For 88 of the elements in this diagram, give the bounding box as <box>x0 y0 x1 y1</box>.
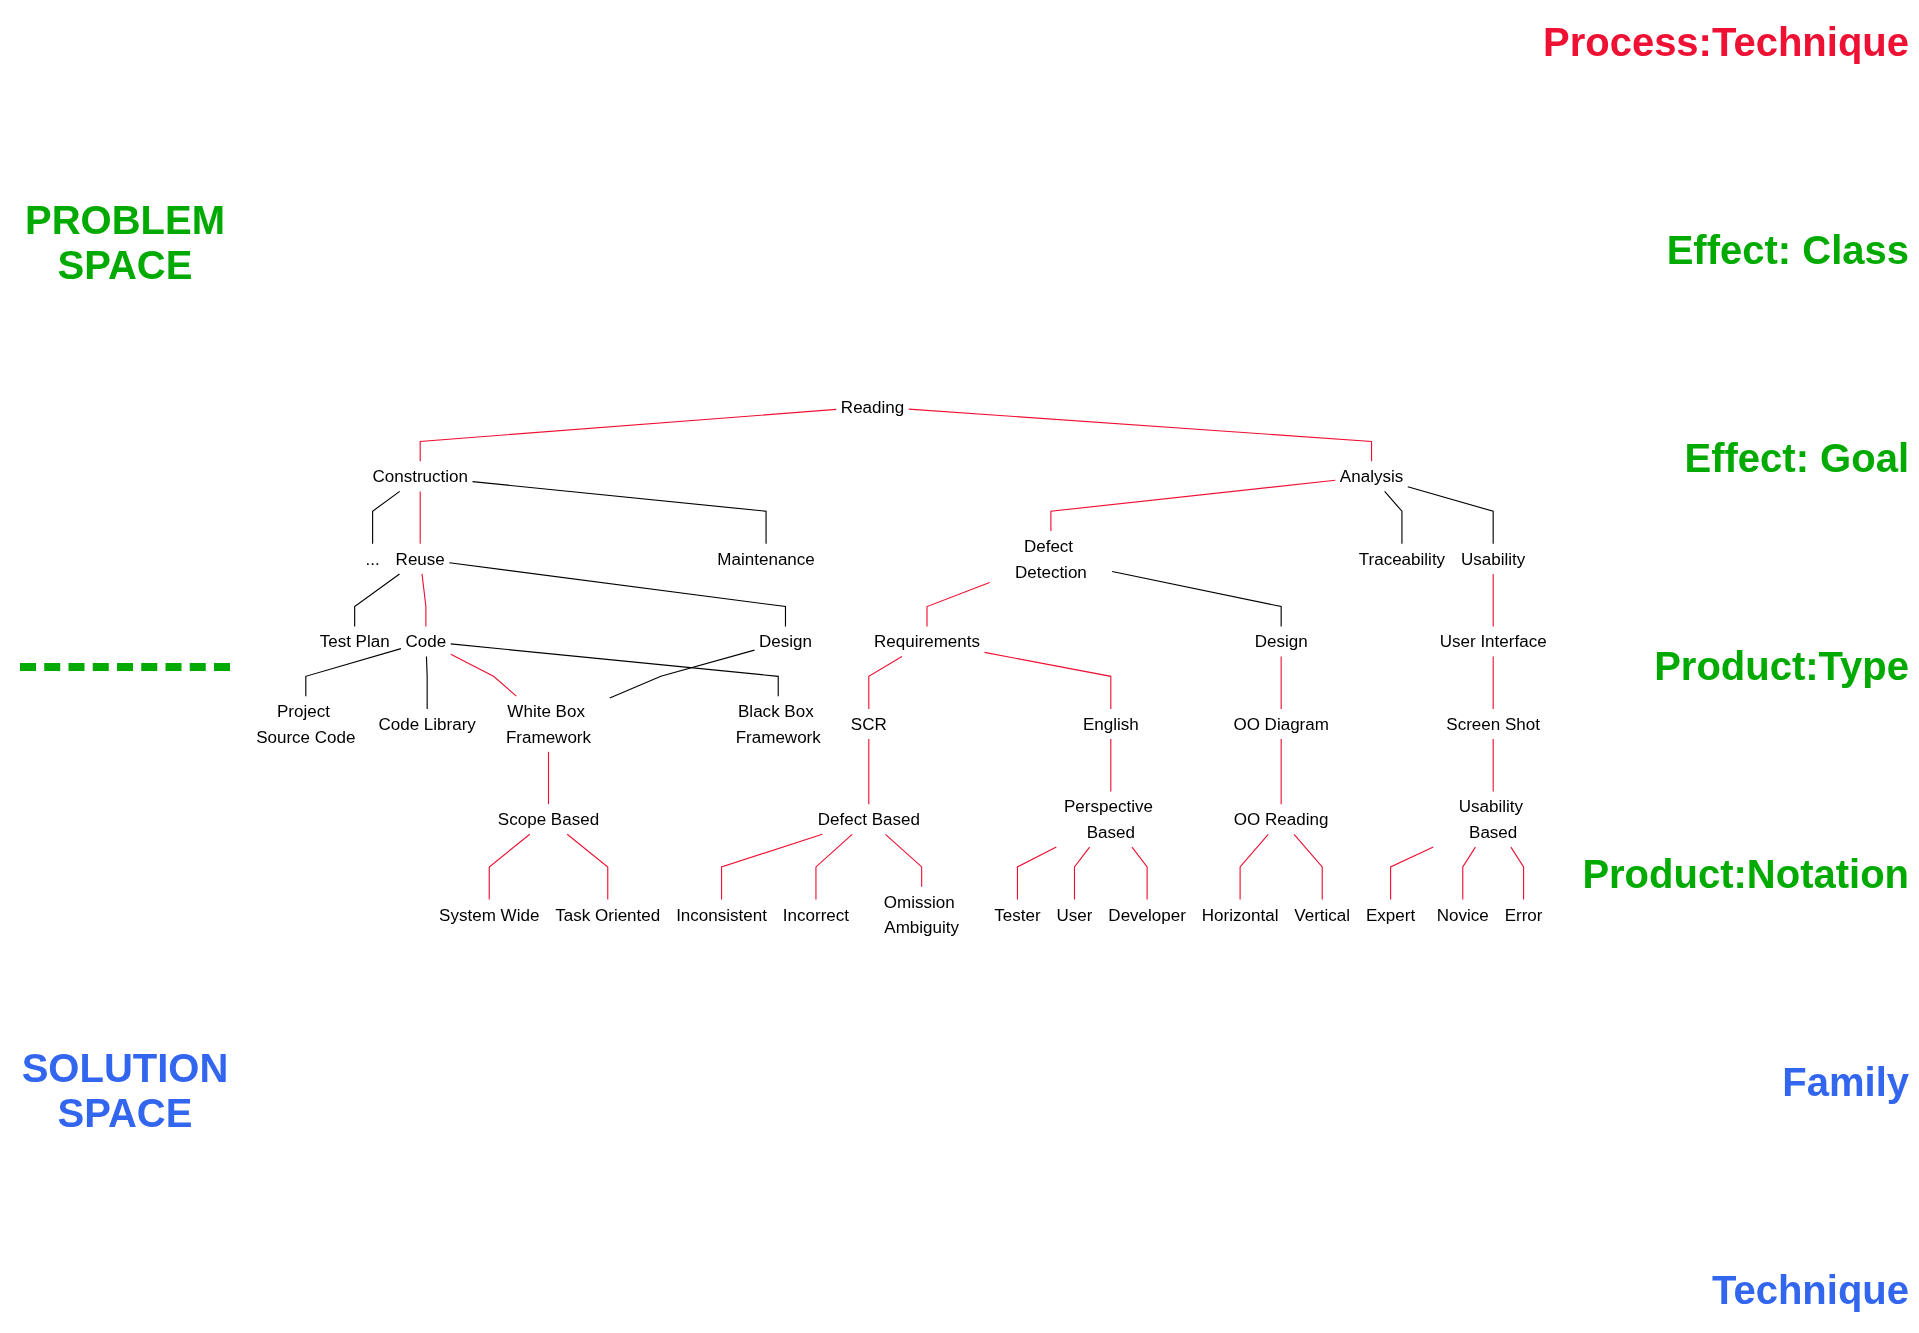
connector <box>884 833 923 887</box>
node-text: System Wide <box>439 904 540 924</box>
connector <box>1384 490 1403 544</box>
node-text: Code Library <box>378 714 476 733</box>
node-text: Reuse <box>395 549 445 568</box>
connector <box>566 833 609 900</box>
node-text: Reading <box>840 396 905 416</box>
connector <box>868 737 870 805</box>
node-text: Analysis <box>1339 466 1404 486</box>
node-text: Defect Detection <box>1014 536 1087 581</box>
connector <box>1110 737 1112 792</box>
node-text: Code <box>405 631 447 651</box>
node-text: English <box>1082 714 1139 733</box>
connector <box>471 480 767 544</box>
node-text: SCR <box>850 714 887 733</box>
connector <box>609 649 755 699</box>
node-text: Incorrect <box>782 904 850 924</box>
connector <box>1407 485 1494 544</box>
connector <box>1131 846 1148 900</box>
connector <box>488 833 531 900</box>
connector <box>1510 846 1525 900</box>
node-text: Traceability <box>1358 549 1446 568</box>
connector <box>421 572 427 627</box>
node-text: Usability Based <box>1458 796 1523 841</box>
connector <box>1280 655 1282 710</box>
node-text: Task Oriented <box>555 904 661 924</box>
node-text: OO Diagram <box>1233 714 1329 733</box>
connector <box>354 572 401 627</box>
layer-label: SOLUTION SPACE <box>20 1045 230 1136</box>
connector <box>450 642 779 697</box>
node-text: Perspective Based <box>1063 796 1153 841</box>
connector <box>1111 570 1282 627</box>
layer-label: Effect: Class <box>1666 228 1909 273</box>
node-text: User <box>1056 904 1093 924</box>
layer-label: Family <box>1782 1060 1909 1105</box>
node-text: Inconsistent <box>676 904 767 924</box>
node-text: OO Reading <box>1233 809 1329 829</box>
connector <box>1492 655 1494 710</box>
node-text: Developer <box>1108 904 1186 924</box>
connector <box>1462 846 1476 900</box>
connector <box>1280 737 1282 805</box>
node-text: User Interface <box>1439 631 1547 651</box>
node-text: Screen Shot <box>1446 714 1541 733</box>
connector <box>1073 846 1091 900</box>
connector <box>721 833 823 900</box>
connector <box>1050 479 1336 532</box>
node-text: Maintenance <box>717 549 815 568</box>
layer-label: Process:Technique <box>1542 20 1909 65</box>
connector <box>419 408 837 462</box>
connector <box>372 490 401 544</box>
layer-label: Effect: Goal <box>1684 436 1909 481</box>
connector <box>1293 833 1323 900</box>
node-text: Omission Ambiguity <box>883 891 960 937</box>
connector <box>547 750 550 805</box>
connector <box>1239 833 1269 900</box>
connector <box>305 647 402 697</box>
node-text: Expert <box>1366 904 1416 924</box>
node-text: Tester <box>994 904 1041 924</box>
node-text: Defect Based <box>817 809 920 829</box>
node-text: Scope Based <box>497 809 600 829</box>
node-text: White Box Framework <box>505 701 592 746</box>
connector <box>425 655 428 710</box>
node-text: Vertical <box>1294 904 1351 924</box>
node-text: Construction <box>372 466 468 486</box>
connector <box>450 653 517 697</box>
node-text: Usability <box>1461 549 1526 568</box>
node-text: Design <box>1254 631 1308 651</box>
node-text: Requirements <box>874 631 980 651</box>
connector <box>1492 572 1494 627</box>
connector <box>815 833 853 900</box>
layer-label: Product:Type <box>1654 644 1909 689</box>
layer-label: PROBLEM SPACE <box>24 197 226 288</box>
layer-label: Product:Notation <box>1582 852 1909 897</box>
connector <box>448 561 787 627</box>
node-text: Project Source Code <box>256 701 356 746</box>
connector <box>926 581 991 627</box>
connector <box>419 490 421 544</box>
connector <box>983 651 1112 710</box>
layer-label: Technique <box>1711 1268 1909 1313</box>
node-text: Horizontal <box>1201 904 1279 924</box>
node-text: Novice <box>1436 904 1489 924</box>
node-text: Test Plan <box>319 631 390 651</box>
node-text: ... <box>365 549 380 568</box>
node-text: Error <box>1504 904 1543 924</box>
node-text: Design <box>758 631 812 651</box>
connector <box>1492 737 1494 792</box>
connector <box>908 408 1373 462</box>
node-text: Black Box Framework <box>735 701 821 746</box>
